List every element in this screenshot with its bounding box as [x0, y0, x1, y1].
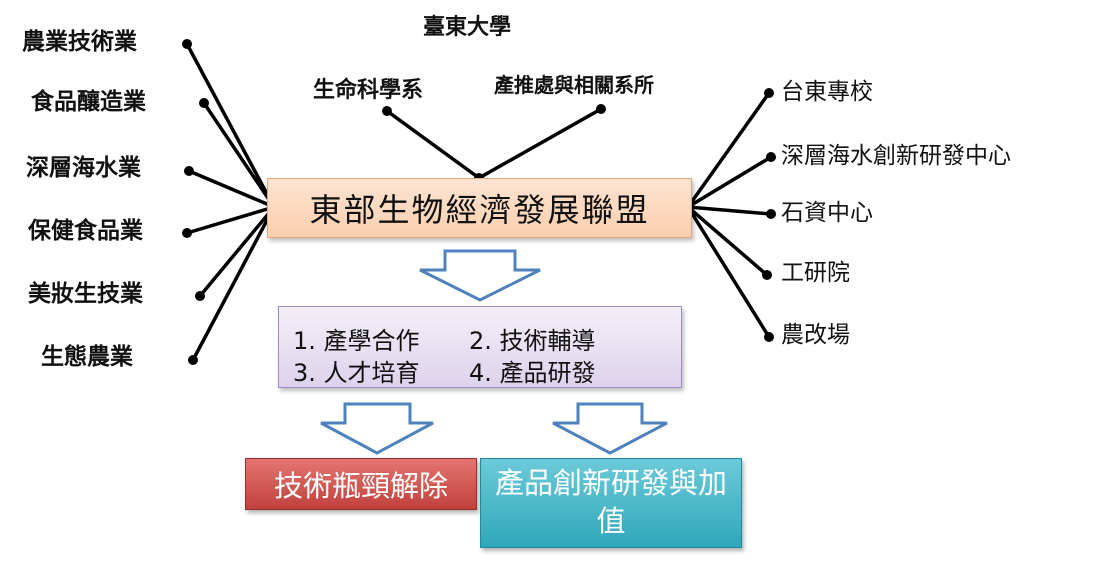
flow-arrows	[320, 249, 668, 455]
connector-industry-2	[202, 101, 276, 209]
connector-industry-6	[191, 205, 276, 362]
connector-industry-3	[187, 169, 276, 209]
down-arrow-1	[419, 249, 541, 302]
dot-dept-2	[596, 104, 606, 114]
bottleneck-label: 技術瓶頸解除	[273, 469, 448, 503]
connector-industry-1	[185, 42, 276, 209]
cooperation-box: 1. 產學合作 2. 技術輔導 3. 人才培育 4. 產品研發	[278, 306, 682, 388]
cooperation-item-1: 1. 產學合作	[293, 327, 420, 355]
industry-label-3: 深層海水業	[26, 155, 141, 181]
connector-industry-5	[198, 205, 276, 298]
cooperation-item-3: 3. 人才培育	[293, 359, 420, 387]
university-title: 臺東大學	[423, 15, 512, 40]
dot-partner-1	[764, 88, 774, 98]
innovation-label: 產品創新研發與加值	[494, 466, 727, 538]
partner-label-5: 農改場	[781, 322, 850, 348]
cooperation-item-4: 4. 產品研發	[469, 359, 596, 387]
industry-label-5: 美妝生技業	[28, 281, 143, 307]
dot-industry-3	[184, 166, 194, 176]
innovation-box: 產品創新研發與加值	[480, 458, 742, 548]
industry-label-4: 保健食品業	[28, 218, 143, 244]
dot-partner-5	[764, 332, 774, 342]
connector-dept-1	[385, 109, 481, 180]
partner-connectors	[686, 91, 773, 339]
industry-connectors	[185, 42, 276, 362]
industry-label-1: 農業技術業	[22, 29, 137, 55]
dept-label-1: 生命科學系	[313, 78, 424, 103]
connector-industry-4	[185, 205, 276, 235]
dot-partner-4	[762, 270, 772, 280]
dot-partner-3	[766, 209, 776, 219]
cooperation-row-2: 3. 人才培育 4. 產品研發	[293, 353, 596, 388]
connector-dept-2	[477, 107, 603, 180]
dot-industry-2	[199, 98, 209, 108]
university-connectors	[385, 107, 603, 180]
cooperation-row-1: 1. 產學合作 2. 技術輔導	[293, 321, 596, 356]
industry-label-2: 食品釀造業	[31, 89, 146, 115]
connector-partner-3	[686, 205, 773, 216]
partner-label-2: 深層海水創新研發中心	[781, 143, 1011, 169]
dot-industry-1	[182, 39, 192, 49]
down-arrow-3	[552, 402, 668, 455]
dot-industry-4	[182, 228, 192, 238]
connector-partner-1	[686, 91, 771, 209]
dot-dept-1	[382, 106, 392, 116]
bottleneck-box: 技術瓶頸解除	[245, 458, 477, 510]
partner-label-3: 石資中心	[781, 200, 873, 226]
industry-label-6: 生態農業	[41, 344, 133, 370]
partner-label-4: 工研院	[781, 260, 850, 286]
dept-label-2: 產推處與相關系所	[494, 73, 654, 97]
dot-industry-6	[188, 355, 198, 365]
dot-industry-5	[195, 291, 205, 301]
alliance-box: 東部生物經濟發展聯盟	[267, 178, 692, 238]
partner-label-1: 台東專校	[781, 79, 873, 105]
down-arrow-2	[320, 402, 434, 455]
cooperation-item-2: 2. 技術輔導	[469, 327, 596, 355]
alliance-label: 東部生物經濟發展聯盟	[309, 191, 650, 229]
connector-partner-5	[686, 205, 771, 339]
connector-partner-2	[686, 155, 773, 209]
dot-partner-2	[766, 152, 776, 162]
connector-partner-4	[686, 205, 769, 277]
